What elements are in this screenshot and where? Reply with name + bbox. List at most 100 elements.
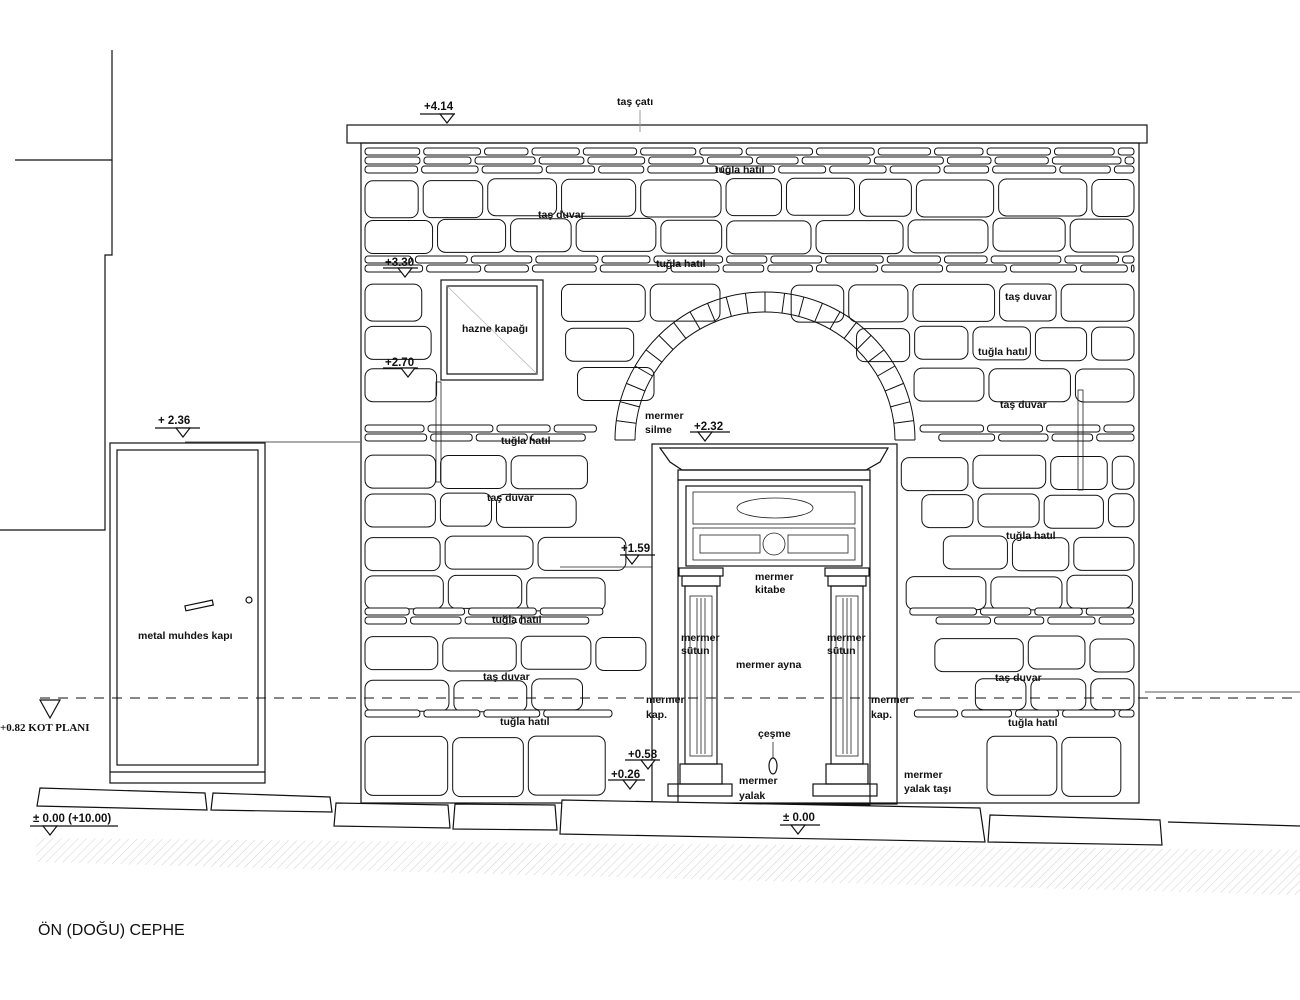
brick (484, 264, 529, 273)
arch-brick (658, 334, 674, 350)
stone (364, 454, 437, 489)
label-mermer-silme-1: mermer (645, 410, 684, 422)
ground-hatch (36, 838, 1300, 895)
stone (442, 637, 517, 672)
brick (986, 147, 1052, 156)
label-tugla-hatil-6: tuğla hatıl (492, 614, 542, 626)
datum-triangle-icon (38, 699, 62, 720)
brick (1046, 424, 1101, 433)
brick (587, 156, 646, 165)
arch-brick (798, 296, 805, 317)
brick (919, 424, 985, 433)
label-tugla-hatil-8: tuğla hatıl (1008, 717, 1058, 729)
brick (1124, 156, 1135, 165)
stone-roof-slab (346, 124, 1148, 144)
stone (510, 455, 588, 490)
stone (526, 577, 606, 612)
brick (816, 147, 875, 156)
stone (1043, 494, 1104, 529)
brick (745, 147, 814, 156)
neighbor-building-outline (0, 50, 113, 531)
label-mermer-yalak-2: yalak (739, 790, 765, 802)
stone (998, 178, 1088, 217)
stone (595, 636, 647, 671)
stone (913, 367, 985, 402)
level-058: +0.58 (628, 749, 658, 761)
brick (992, 165, 1057, 174)
stone (364, 493, 436, 528)
stone (992, 217, 1066, 252)
level-triangle-icon (174, 427, 192, 438)
level-330: +3.30 (385, 257, 414, 269)
brick (1096, 433, 1135, 442)
rosette-icon (762, 532, 786, 556)
arch-brick (634, 365, 653, 377)
brick (990, 255, 1062, 264)
brick (1047, 616, 1096, 625)
label-tugla-hatil-5: tuğla hatıl (1006, 530, 1056, 542)
stone (1090, 678, 1135, 711)
stone (1061, 736, 1122, 797)
label-tas-duvar-1: taş duvar (538, 209, 585, 221)
brick (1015, 709, 1060, 718)
label-yalak-tasi-1: mermer (904, 769, 943, 781)
stone (914, 325, 969, 360)
brick (943, 255, 988, 264)
brick (670, 264, 720, 273)
brick (364, 433, 428, 442)
stone (422, 180, 484, 219)
brick (518, 616, 590, 625)
faucet-icon (768, 742, 778, 775)
pipe (435, 381, 442, 483)
brick (364, 255, 412, 264)
label-tugla-hatil-1: tuğla hatıl (715, 164, 765, 176)
label-tas-duvar-2: taş duvar (1005, 291, 1052, 303)
brick (364, 424, 425, 433)
brick (801, 156, 871, 165)
stone (1111, 455, 1135, 490)
brick (423, 147, 482, 156)
brick (598, 165, 645, 174)
arch-brick (725, 296, 732, 317)
label-mermer-silme-2: silme (645, 424, 672, 436)
stone (561, 283, 646, 322)
arch-brick (890, 401, 911, 408)
brick (1009, 264, 1077, 273)
label-tas-duvar-4: taş duvar (487, 492, 534, 504)
label-mermer-kap-right-2: kap. (871, 709, 892, 721)
brick (364, 607, 410, 616)
stone (577, 366, 655, 401)
level-triangle-icon (696, 431, 714, 442)
stone (858, 178, 912, 217)
stone (527, 735, 606, 796)
brick (364, 709, 421, 718)
level-triangle-icon (789, 824, 807, 835)
label-hazne-kapagi: hazne kapağı (462, 323, 528, 335)
label-tas-duvar-6: taş duvar (995, 672, 1042, 684)
stone (531, 678, 584, 711)
level-markers (30, 113, 820, 836)
arch-brick (689, 311, 701, 330)
brick (496, 424, 551, 433)
brick (767, 264, 813, 273)
level-triangle-icon (438, 113, 456, 124)
stone (934, 638, 1024, 673)
stone (785, 177, 855, 216)
stone (1050, 455, 1108, 490)
brick (1113, 165, 1135, 174)
label-mermer-sutun-right-2: sütun (827, 645, 856, 657)
brick (946, 156, 992, 165)
stone (790, 284, 845, 323)
door-handle-icon (184, 599, 215, 612)
stone (977, 493, 1040, 528)
stone (640, 179, 722, 218)
brick (481, 165, 543, 174)
arch-brick (616, 420, 637, 424)
brick (1079, 264, 1128, 273)
level-door-top: + 2.36 (158, 415, 190, 427)
level-triangle-icon (396, 267, 414, 278)
brick (474, 156, 536, 165)
stone (1034, 327, 1088, 362)
label-mermer-yalak-1: mermer (739, 775, 778, 787)
